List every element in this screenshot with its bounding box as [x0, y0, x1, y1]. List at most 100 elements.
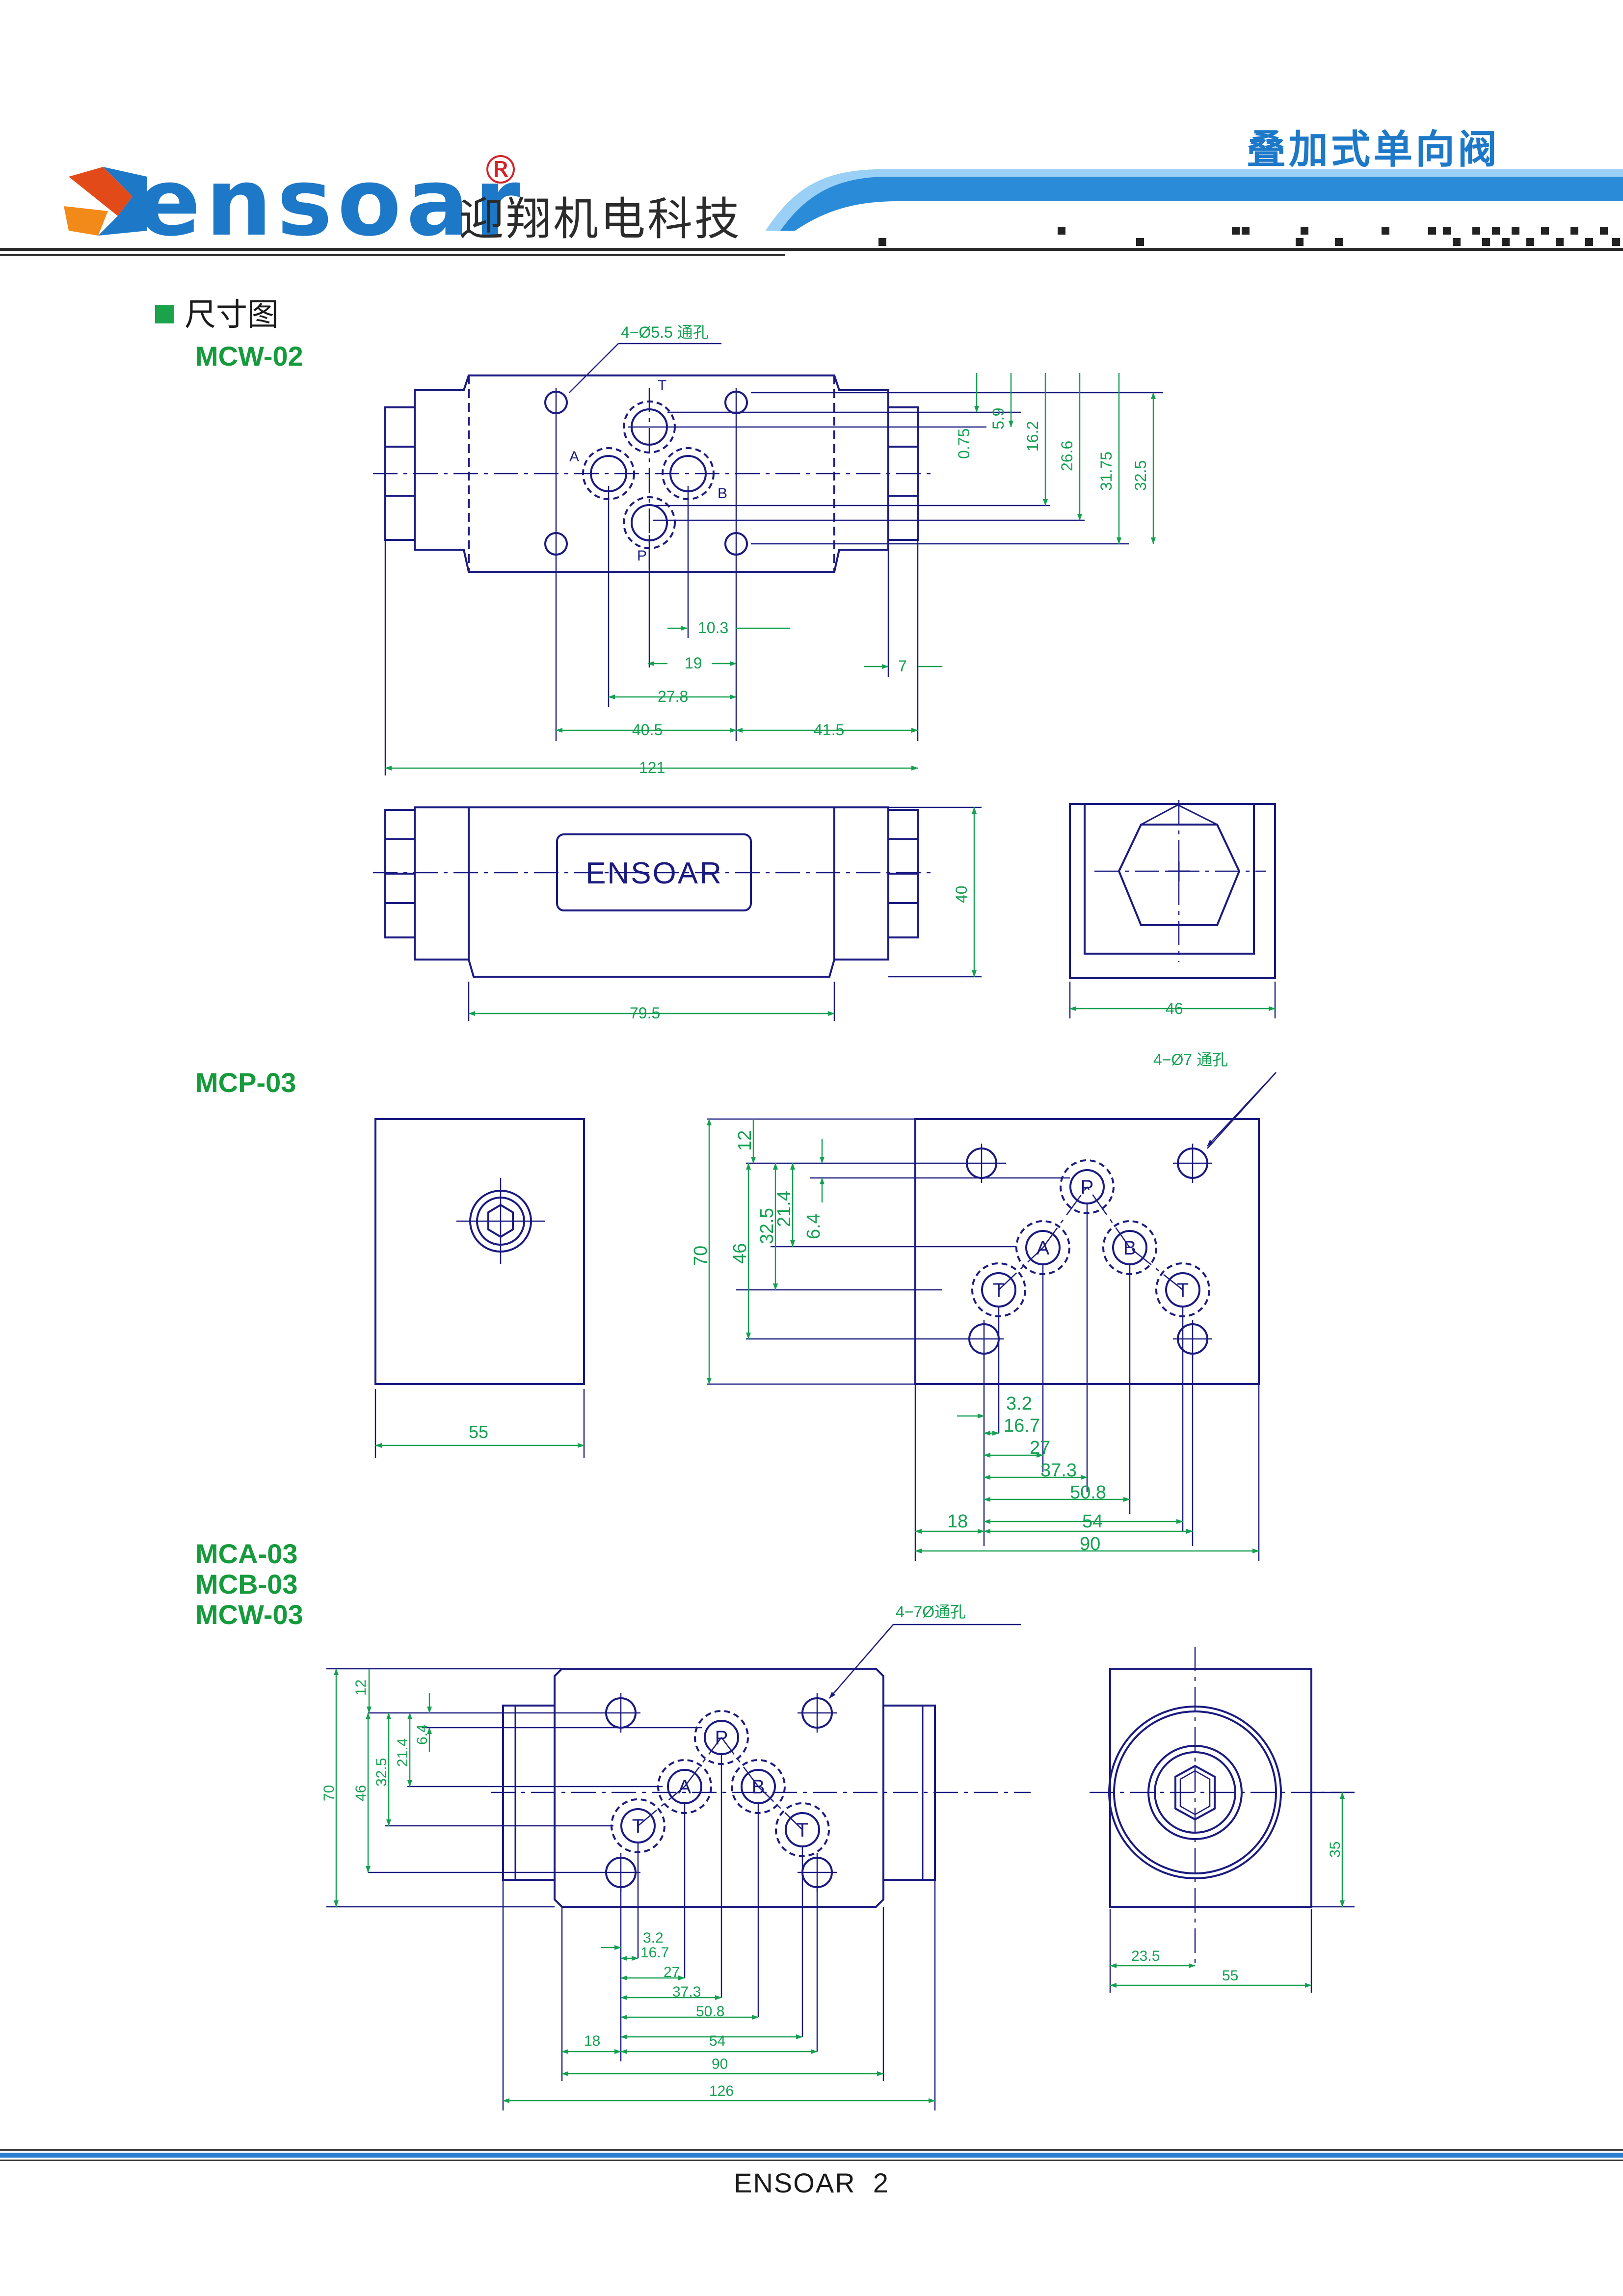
footer-rules: [0, 2149, 1623, 2161]
mcw02-end-width-value: 46: [1166, 1000, 1183, 1017]
mca03-dimension-values: 12 70 46 32.5 21.4 6.4 3.2 16.7 27 37.3 …: [321, 1680, 734, 2099]
mcp03-side-width-value: 55: [469, 1422, 488, 1442]
mca03-port-labels: P A B T T: [632, 1727, 808, 1841]
svg-text:A: A: [678, 1776, 692, 1798]
model-label-mcw02: MCW-02: [195, 341, 303, 372]
mcw02-port-circles: [582, 400, 715, 549]
footer-page-number: ENSOAR 2: [734, 2167, 889, 2198]
svg-text:12: 12: [353, 1680, 369, 1696]
svg-text:40.5: 40.5: [632, 721, 663, 739]
svg-text:3.2: 3.2: [643, 1930, 664, 1946]
svg-text:55: 55: [1222, 1968, 1238, 1984]
svg-text:31.75: 31.75: [1097, 452, 1115, 491]
mcp03-hole-note: 4−Ø7 通孔: [1153, 1051, 1228, 1068]
svg-text:6.4: 6.4: [803, 1213, 824, 1239]
svg-text:32.5: 32.5: [373, 1758, 390, 1787]
hex-socket-icon: [1174, 1764, 1216, 1821]
svg-text:27: 27: [1030, 1438, 1050, 1458]
section-title: 尺寸图: [185, 297, 279, 333]
header-graphics: ensoar: [0, 148, 1623, 257]
mcw02-front-view: [373, 806, 982, 1021]
svg-text:19: 19: [685, 654, 702, 672]
svg-text:41.5: 41.5: [814, 721, 844, 739]
svg-text:P: P: [715, 1727, 728, 1749]
svg-text:10.3: 10.3: [698, 619, 728, 637]
mcw02-port-labels: T A B P: [569, 377, 727, 564]
svg-text:T: T: [1177, 1280, 1189, 1301]
svg-text:27: 27: [664, 1964, 680, 1980]
mcw02-dimension-lines: [385, 373, 1156, 771]
svg-text:16.7: 16.7: [1004, 1415, 1040, 1436]
brand-logo-icon: [64, 167, 147, 236]
svg-text:B: B: [718, 485, 727, 502]
brand-chinese-name: 迎翔机电科技: [459, 193, 742, 245]
svg-text:40: 40: [953, 885, 970, 903]
svg-text:16.7: 16.7: [640, 1945, 669, 1961]
mcp03-side-view: [374, 1118, 585, 1458]
model-label-mcp03: MCP-03: [195, 1067, 296, 1098]
svg-text:54: 54: [1082, 1511, 1103, 1532]
mca03-dimension-lines: [334, 1668, 935, 2103]
mcw02-end-view: [1069, 800, 1276, 1018]
svg-text:A: A: [1037, 1237, 1050, 1259]
svg-text:7: 7: [898, 657, 907, 675]
svg-text:26.6: 26.6: [1058, 441, 1076, 471]
svg-text:35: 35: [1327, 1842, 1343, 1858]
model-label-mcb03: MCB-03: [195, 1569, 298, 1600]
mca03-end-dimension-values: 35 23.5 55: [1131, 1842, 1343, 1984]
page-title: 叠加式单向阀: [1247, 127, 1500, 172]
svg-text:90: 90: [1080, 1534, 1100, 1554]
mca03-face-view: [326, 1624, 1031, 2110]
mca03-end-dimension-lines: [1110, 1792, 1345, 1988]
mcw02-front-dimension-values: 40 79.5: [630, 885, 970, 1022]
svg-text:46: 46: [353, 1785, 369, 1801]
svg-text:121: 121: [639, 759, 665, 776]
svg-text:50.8: 50.8: [1070, 1482, 1106, 1503]
svg-text:23.5: 23.5: [1131, 1948, 1160, 1964]
svg-text:T: T: [632, 1815, 644, 1837]
svg-text:18: 18: [584, 2033, 600, 2049]
mca03-mount-holes: [605, 1697, 833, 1888]
svg-text:54: 54: [709, 2033, 725, 2049]
mcw02-nameplate-text: ENSOAR: [585, 856, 723, 890]
svg-text:T: T: [993, 1280, 1005, 1301]
mcw02-dimension-values: 0.75 5.9 16.2 26.6 31.75 32.5 10.3 19 27…: [632, 408, 1149, 776]
svg-text:70: 70: [691, 1246, 711, 1266]
svg-text:0.75: 0.75: [955, 428, 973, 459]
model-label-mca03: MCA-03: [195, 1538, 298, 1569]
svg-text:P: P: [637, 548, 647, 564]
svg-text:A: A: [569, 449, 579, 465]
svg-text:70: 70: [321, 1785, 337, 1801]
svg-text:50.8: 50.8: [696, 2003, 724, 2020]
mcw02-hole-note: 4−Ø5.5 通孔: [621, 323, 709, 341]
svg-text:T: T: [658, 377, 666, 394]
svg-text:16.2: 16.2: [1024, 421, 1041, 452]
svg-text:P: P: [1081, 1176, 1094, 1198]
svg-text:46: 46: [730, 1243, 750, 1264]
mcp03-dimension-lines: [707, 1119, 1259, 1553]
svg-text:37.3: 37.3: [672, 1984, 701, 2000]
mcp03-port-labels: P A B T T: [993, 1176, 1189, 1301]
svg-text:5.9: 5.9: [989, 408, 1007, 429]
svg-text:3.2: 3.2: [1006, 1393, 1032, 1414]
mcw02-front-dimension-lines: [468, 807, 977, 1016]
svg-text:32.5: 32.5: [1132, 460, 1149, 491]
svg-text:32.5: 32.5: [757, 1208, 777, 1244]
svg-text:126: 126: [709, 2083, 734, 2099]
mcp03-face-view: [707, 1072, 1277, 1561]
svg-text:37.3: 37.3: [1040, 1460, 1077, 1481]
svg-text:18: 18: [947, 1511, 968, 1532]
section-heading: 尺寸图: [155, 290, 279, 335]
mca03-end-view: [1090, 1647, 1355, 1993]
svg-text:79.5: 79.5: [630, 1004, 660, 1022]
mca03-hole-note: 4−7Ø通孔: [896, 1603, 966, 1621]
model-label-mcw03: MCW-03: [195, 1599, 303, 1630]
registered-mark: ®: [481, 147, 520, 193]
square-bullet-icon: [155, 305, 174, 323]
svg-text:B: B: [1123, 1237, 1137, 1259]
mcw02-top-view: [373, 343, 1163, 775]
svg-text:21.4: 21.4: [395, 1738, 411, 1767]
svg-text:21.4: 21.4: [774, 1191, 795, 1227]
